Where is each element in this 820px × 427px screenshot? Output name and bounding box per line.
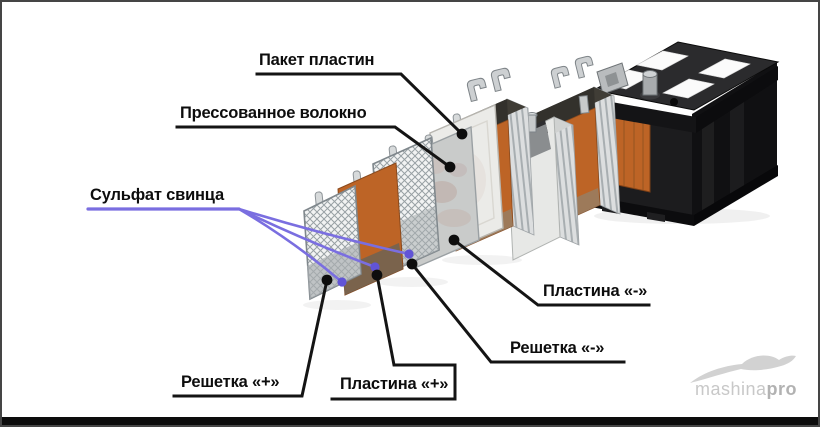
leader-plastina-plus (330, 273, 457, 401)
label-plate-pack: Пакет пластин (259, 51, 375, 69)
label-grid-negative: Решетка «-» (510, 339, 605, 357)
label-plate-positive: Пластина «+» (340, 375, 449, 393)
battery-terminals (596, 62, 678, 106)
label-plate-negative: Пластина «-» (543, 282, 648, 300)
watermark-brand-name: mashina (694, 379, 767, 399)
label-grid-positive: Решетка «+» (181, 373, 280, 391)
watermark-brand: mashinapro (686, 379, 806, 400)
leader-paket-plastin (255, 72, 465, 137)
leader-reshetka-minus (409, 261, 626, 364)
bottom-border-bar (2, 417, 818, 425)
leader-reshetka-plus (172, 278, 329, 398)
watermark-brand-suffix: pro (766, 379, 798, 399)
leader-plastina-minus (451, 237, 651, 307)
leader-dots (321, 128, 468, 286)
label-pressed-fiber: Прессованное волокно (180, 104, 367, 122)
label-lead-sulfate: Сульфат свинца (90, 186, 224, 204)
leader-pressovannoe-volokno (175, 125, 453, 170)
sulfate-pointer-lines (86, 207, 411, 284)
sulfate-pointer-dots (337, 249, 414, 287)
watermark-car-icon (690, 355, 796, 383)
